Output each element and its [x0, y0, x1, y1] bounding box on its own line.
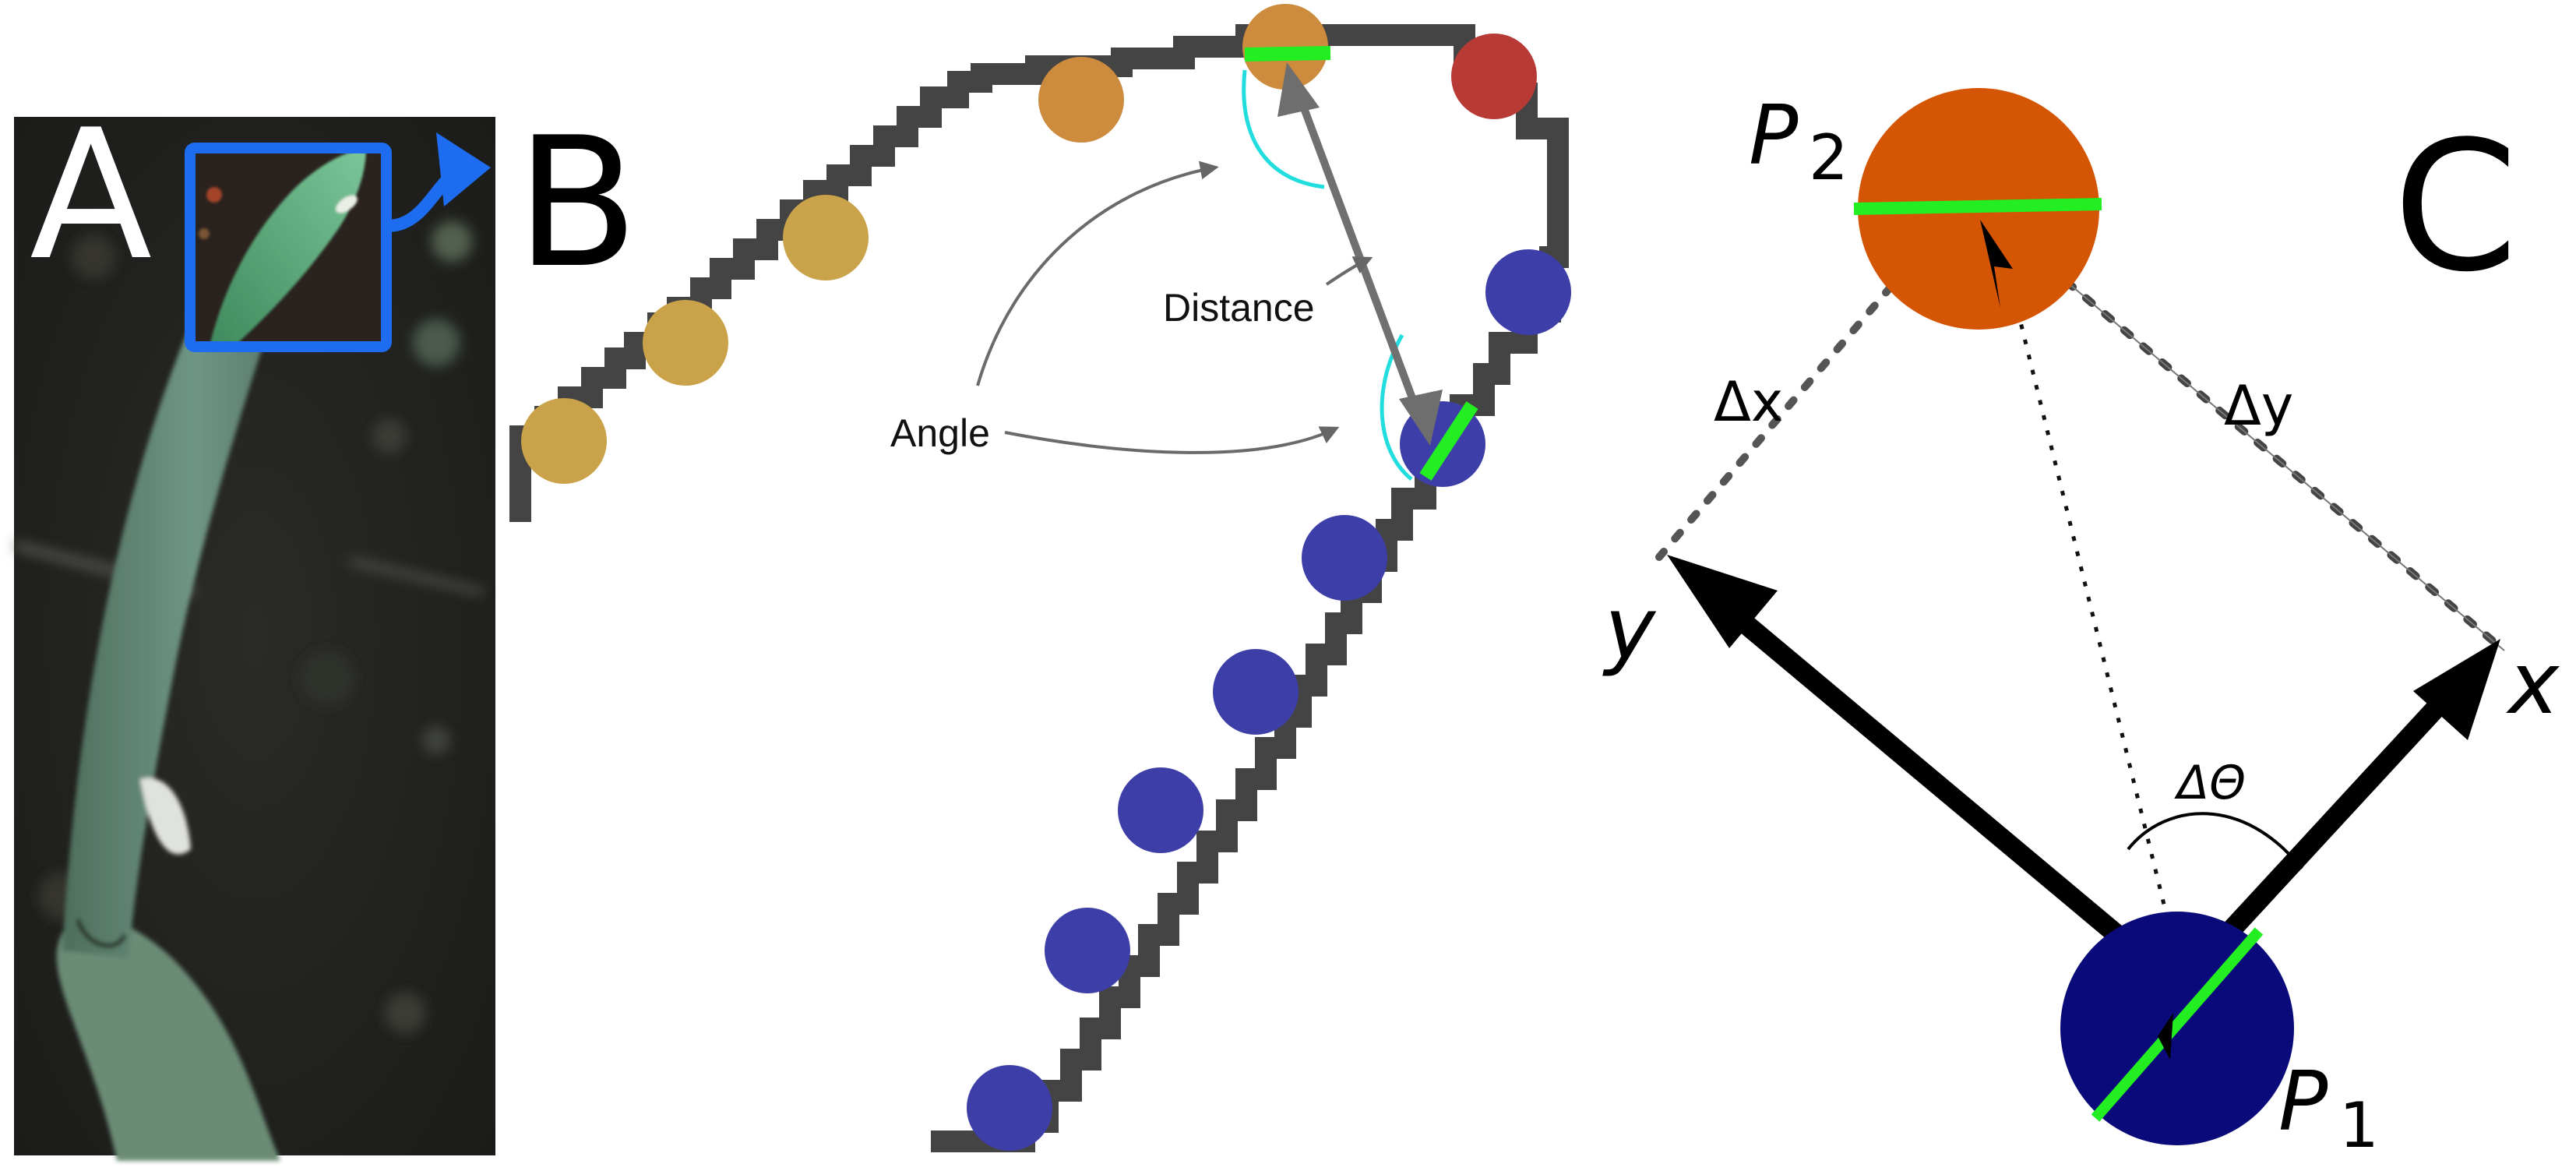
- skeleton-points: [521, 4, 1571, 1151]
- p2-orientation-bar: [1853, 198, 2102, 215]
- skeleton-point: [1242, 4, 1328, 90]
- skeleton-point: [1302, 515, 1387, 601]
- skeleton-point: [1045, 908, 1130, 993]
- distance-arrowhead-bottom: [1399, 390, 1443, 446]
- distance-arrowhead-top: [1277, 62, 1320, 117]
- orientation-bar-bottom: [1419, 401, 1478, 481]
- skeleton-point: [1485, 249, 1571, 335]
- p2-arrowhead: [1980, 220, 2013, 308]
- distance-pointer: [1325, 256, 1373, 286]
- p1-label-letter: P: [2278, 1054, 2328, 1149]
- p1-orientation-bar: [2091, 927, 2264, 1122]
- dy-label: Δy: [2224, 374, 2293, 438]
- zoom-arrow-head: [436, 132, 491, 206]
- skeleton-point: [1038, 57, 1124, 143]
- panel-letter-a: A: [30, 92, 152, 300]
- x-axis-line: [2204, 690, 2454, 958]
- y-axis-line: [1738, 615, 2143, 958]
- dy-projection-line: [2009, 233, 2505, 651]
- panel-b: B Distance: [509, 4, 1571, 1152]
- panel-c: C P 2 P 1 Δx Δy y x ΔΘ: [1602, 88, 2560, 1162]
- x-axis-arrowhead: [2413, 639, 2500, 740]
- skeleton-point: [643, 300, 728, 386]
- panel-a: A: [14, 92, 495, 1161]
- p1-label-subscript: 1: [2339, 1089, 2379, 1162]
- dx-label: Δx: [1714, 370, 1783, 434]
- skeleton-point: [967, 1065, 1052, 1151]
- distance-label: Distance: [1163, 286, 1315, 330]
- x-axis-label: x: [2506, 633, 2560, 733]
- skeleton-point: [521, 398, 607, 484]
- skeleton-point: [1451, 34, 1537, 119]
- y-axis-arrowhead: [1667, 555, 1778, 648]
- tip-selection-box: [185, 143, 392, 352]
- distance-line: [1295, 92, 1423, 418]
- p1-arrowhead: [2158, 1013, 2173, 1060]
- leaf-skeleton: [509, 24, 1569, 1152]
- y-axis-label: y: [1602, 579, 1657, 679]
- p2-label-subscript: 2: [1809, 122, 1848, 194]
- p1-p2-connection: [1996, 233, 2183, 975]
- angle-pointer-bottom: [1004, 426, 1340, 454]
- angle-arc-top: [1242, 69, 1325, 189]
- angle-pointer-top: [976, 160, 1219, 386]
- panel-letter-c: C: [2393, 104, 2518, 312]
- skeleton-point: [783, 195, 869, 280]
- dtheta-arc: [2127, 812, 2303, 870]
- dtheta-label: ΔΘ: [2174, 756, 2246, 810]
- leaf-tip: [210, 148, 366, 347]
- orientation-bar-top: [1244, 46, 1331, 62]
- skeleton-point: [1213, 649, 1299, 735]
- angle-label: Angle: [890, 411, 990, 455]
- panel-letter-b: B: [516, 100, 639, 308]
- skeleton-point: [1118, 767, 1203, 853]
- p2-label-letter: P: [1749, 88, 1799, 183]
